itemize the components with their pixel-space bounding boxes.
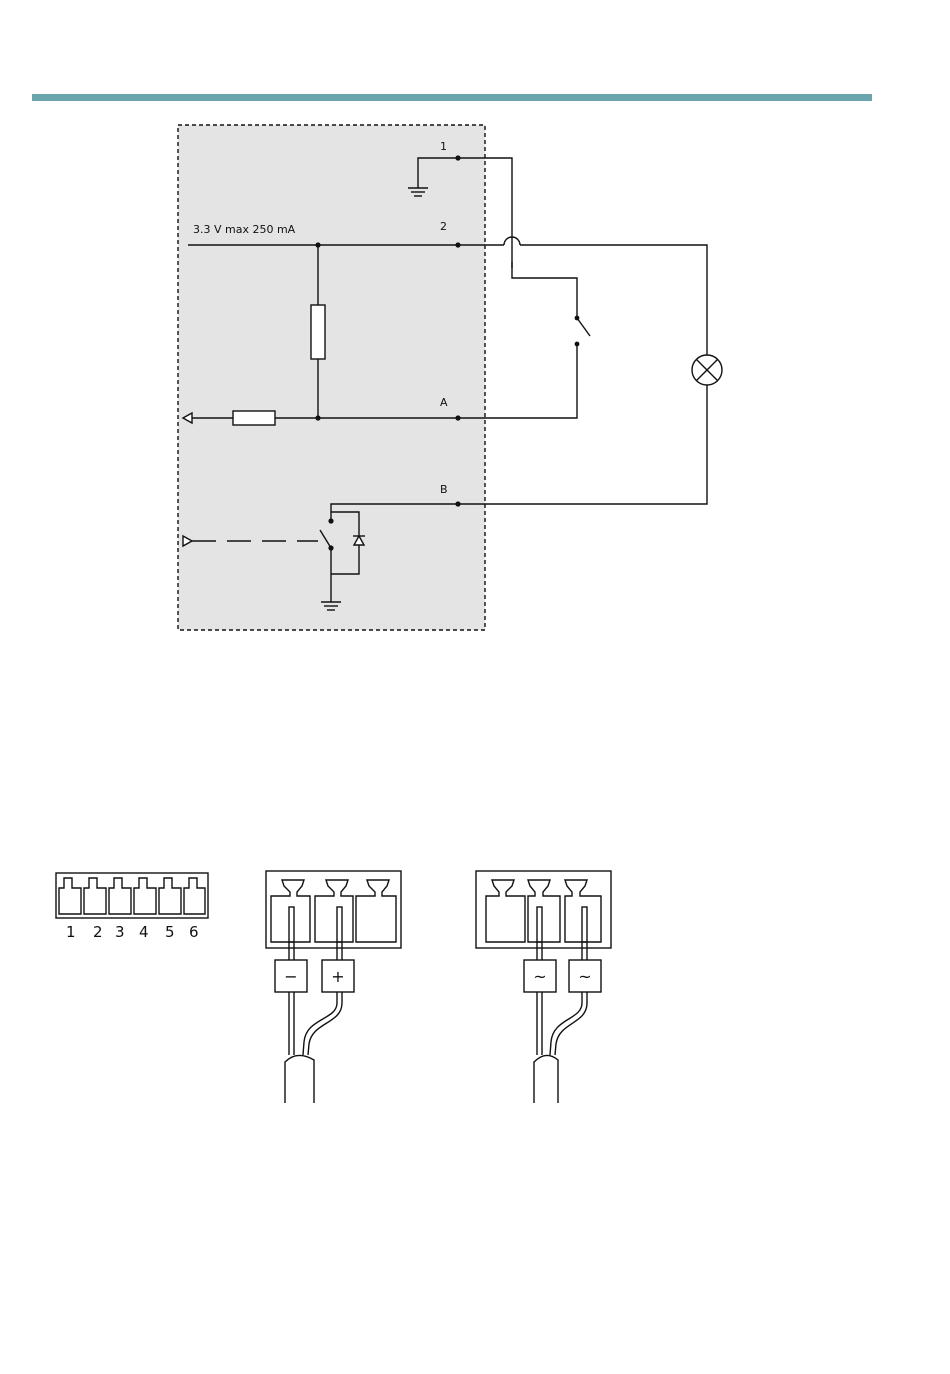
positive-polarity-label: +	[331, 967, 344, 986]
dc-cable-sheath	[285, 1055, 314, 1103]
pin-1-label: 1	[440, 140, 447, 153]
pin-b-label: B	[440, 483, 448, 496]
lamp-symbol	[458, 355, 722, 504]
connector-pin-number: 3	[115, 923, 125, 941]
supply-rating-label: 3.3 V max 250 mA	[193, 223, 296, 236]
pin-2-label: 2	[440, 220, 447, 233]
ac-line-2-label: ~	[578, 967, 591, 986]
io-circuit-diagram	[178, 125, 722, 630]
ac-line-1-label: ~	[533, 967, 546, 986]
connector-pin-number: 2	[93, 923, 103, 941]
pin-b-terminal-dot	[455, 501, 460, 506]
pin-2-terminal-dot	[455, 242, 460, 247]
connector-pin-number: 1	[66, 923, 76, 941]
pin-1-terminal-dot	[455, 155, 460, 160]
pin-a-terminal-dot	[455, 415, 460, 420]
connector-pin-number: 5	[165, 923, 175, 941]
connector-pin-number: 6	[189, 923, 199, 941]
six-pin-connector	[56, 873, 208, 918]
dc-power-connector	[266, 871, 401, 1103]
ac-power-connector	[476, 871, 611, 1103]
negative-polarity-label: −	[284, 967, 297, 986]
input-resistor	[233, 411, 275, 425]
connector-pin-number: 4	[139, 923, 149, 941]
ac-cable-sheath	[534, 1055, 558, 1103]
resistor-junction-dot	[315, 415, 320, 420]
pin-a-label: A	[440, 396, 448, 409]
connector-pin-numbers: 1 2 3 4 5 6	[66, 923, 199, 941]
